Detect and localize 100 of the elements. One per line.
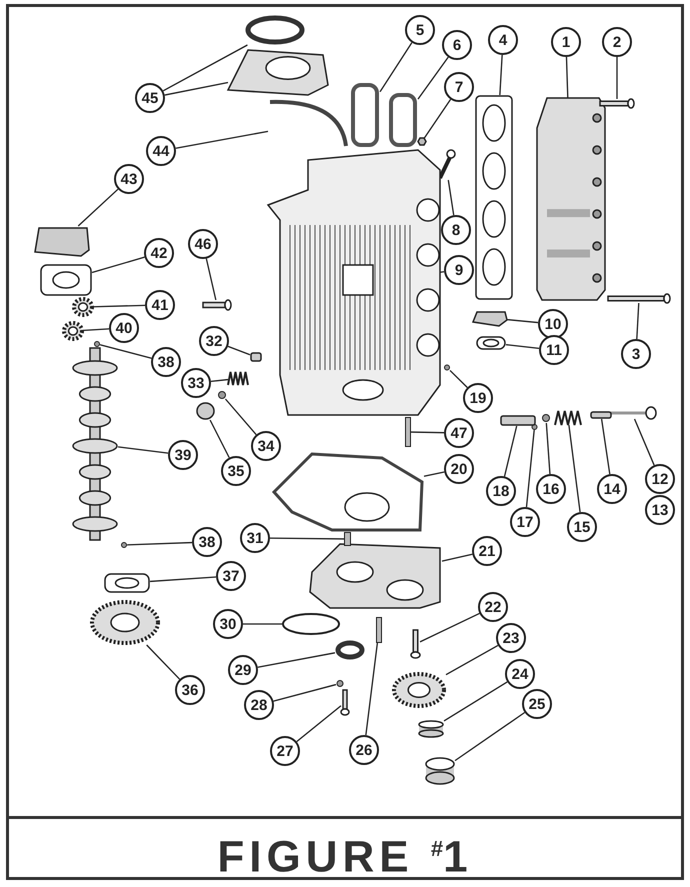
sleeve-drawing <box>590 411 612 419</box>
callout-number: 8 <box>441 215 471 245</box>
callout-number: 16 <box>536 474 566 504</box>
leader-line <box>210 378 228 382</box>
gear-drawing <box>72 297 94 317</box>
callout-number: 26 <box>349 735 379 765</box>
callout-number: 41 <box>145 290 175 320</box>
callout-number: 18 <box>486 476 516 506</box>
leader-line <box>442 554 472 562</box>
callout-number: 22 <box>478 592 508 622</box>
callout-number: 3 <box>621 339 651 369</box>
cylinder-head-drawing <box>537 98 605 300</box>
callout-number: 37 <box>216 561 246 591</box>
ring-drawing <box>282 613 340 635</box>
nut-drawing <box>418 138 426 145</box>
bushing-drawing <box>418 720 444 738</box>
leader-line <box>206 258 216 300</box>
callout-number: 39 <box>168 440 198 470</box>
leader-line <box>454 712 526 762</box>
callout-number: 45 <box>135 83 165 113</box>
spring-drawing <box>228 372 248 385</box>
seal-drawing <box>245 15 305 45</box>
leader-line <box>506 318 538 324</box>
callout-number: 2 <box>602 27 632 57</box>
leader-line <box>410 431 444 434</box>
seal-drawing <box>335 640 365 660</box>
bolt-drawing <box>608 294 670 303</box>
leader-line <box>164 82 228 96</box>
leader-line <box>546 422 551 474</box>
leader-line <box>616 57 618 99</box>
gasket-drawing <box>272 452 424 532</box>
callout-number: 24 <box>505 659 535 689</box>
callout-number: 36 <box>175 675 205 705</box>
gasket-drawing <box>268 100 348 148</box>
callout-number: 19 <box>463 383 493 413</box>
camshaft-drawing <box>72 348 118 540</box>
leader-line <box>100 344 152 359</box>
callout-number: 15 <box>567 512 597 542</box>
callout-number: 31 <box>240 523 270 553</box>
leader-line <box>176 130 268 149</box>
callout-number: 33 <box>181 368 211 398</box>
callout-number: 20 <box>444 454 474 484</box>
callout-number: 34 <box>251 431 281 461</box>
leader-line <box>118 446 168 454</box>
leader-line <box>150 576 216 582</box>
leader-line <box>126 542 192 546</box>
bolt-drawing <box>600 99 634 108</box>
cover-plate-drawing <box>310 542 442 610</box>
callout-number: 4 <box>488 25 518 55</box>
callout-number: 17 <box>510 507 540 537</box>
leader-line <box>499 54 503 96</box>
callout-number: 1 <box>551 27 581 57</box>
cover-plate-drawing <box>473 310 507 326</box>
leader-line <box>258 652 336 668</box>
leader-line <box>448 180 454 216</box>
bolt-drawing <box>411 630 420 658</box>
ball-drawing <box>121 542 127 548</box>
pin-drawing <box>376 617 382 643</box>
tappet-drawing <box>500 415 536 426</box>
callout-number: 40 <box>109 313 139 343</box>
cover-drawing <box>35 226 89 256</box>
callout-number: 42 <box>144 238 174 268</box>
leader-line <box>424 99 452 138</box>
gasket-drawing <box>350 82 380 148</box>
ball-drawing <box>218 391 226 399</box>
leader-line <box>417 56 449 100</box>
leader-line <box>600 418 610 474</box>
leader-line <box>365 642 378 736</box>
callout-number: 23 <box>496 623 526 653</box>
leader-line <box>84 328 110 331</box>
callout-number: 38 <box>151 347 181 377</box>
leader-line <box>506 344 540 349</box>
gasket-drawing <box>476 336 506 350</box>
callout-number: 47 <box>444 418 474 448</box>
pin-drawing <box>405 417 411 447</box>
callout-number: 25 <box>522 689 552 719</box>
callout-number: 43 <box>114 164 144 194</box>
leader-line <box>440 271 444 273</box>
flange-drawing <box>228 50 328 95</box>
ball-drawing <box>94 341 100 347</box>
leader-line <box>92 256 145 274</box>
leader-line <box>504 426 518 477</box>
gasket-drawing <box>104 573 150 593</box>
leader-line <box>243 623 282 625</box>
leader-line <box>224 398 257 436</box>
leader-line <box>210 420 230 458</box>
callout-number: 12 <box>645 464 675 494</box>
leader-line <box>446 644 498 676</box>
leader-line <box>146 644 180 680</box>
callout-number: 14 <box>597 474 627 504</box>
ball-drawing <box>542 413 550 423</box>
callout-number: 21 <box>472 536 502 566</box>
callout-number: 13 <box>645 495 675 525</box>
callout-number: 29 <box>228 655 258 685</box>
leader-line <box>78 188 118 226</box>
spring-drawing <box>555 411 581 425</box>
leader-line <box>444 681 508 722</box>
plug-drawing <box>196 402 215 420</box>
gasket-drawing <box>40 264 92 296</box>
leader-line <box>379 42 412 92</box>
